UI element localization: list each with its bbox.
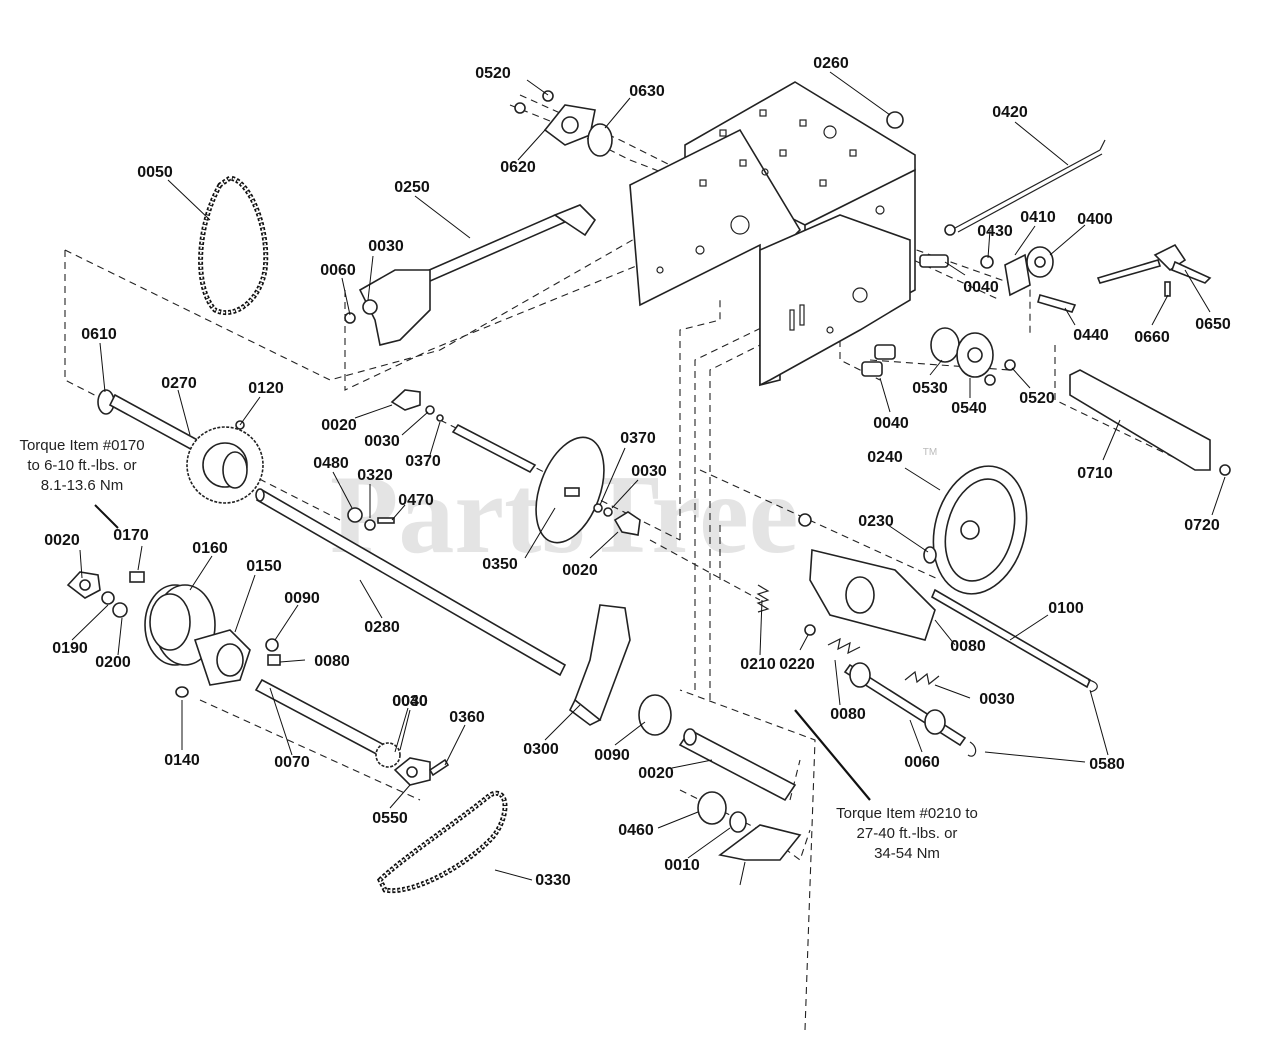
part-callout-0140: 0140 — [164, 752, 200, 769]
drive-cable — [944, 139, 1106, 236]
frame-housing — [629, 81, 916, 387]
part-callout-0320: 0320 — [357, 467, 393, 484]
part-callout-0100: 0100 — [1048, 600, 1084, 617]
idler-hardware — [861, 243, 1212, 386]
part-callout-0720: 0720 — [1184, 517, 1220, 534]
torque-note-line: 34-54 Nm — [874, 845, 940, 862]
part-callout-0150: 0150 — [246, 558, 282, 575]
part-callout-0120: 0120 — [248, 380, 284, 397]
part-callout-0030: 0030 — [979, 691, 1015, 708]
part-callout-0020: 0020 — [44, 532, 80, 549]
part-callout-0360: 0360 — [449, 709, 485, 726]
part-callout-0550: 0550 — [372, 810, 408, 827]
part-callout-0010: 0010 — [664, 857, 700, 874]
part-callout-0270: 0270 — [161, 375, 197, 392]
part-callout-0660: 0660 — [1134, 329, 1170, 346]
part-callout-0250: 0250 — [394, 179, 430, 196]
part-callout-0620: 0620 — [500, 159, 536, 176]
torque-note-line: Torque Item #0210 to — [836, 805, 978, 822]
shift-rod-assembly — [344, 204, 597, 346]
part-callout-0040: 0040 — [873, 415, 909, 432]
part-callout-0440: 0440 — [1073, 327, 1109, 344]
support-bar — [1069, 369, 1231, 476]
torque-note-0210: Torque Item #0210 to 27-40 ft.-lbs. or 3… — [836, 805, 978, 862]
part-callout-0030: 0030 — [364, 433, 400, 450]
part-callout-0630: 0630 — [629, 83, 665, 100]
part-callout-0240: 0240 — [867, 449, 903, 466]
part-callout-0430: 0430 — [977, 223, 1013, 240]
part-callout-0160: 0160 — [192, 540, 228, 557]
part-callout-0470: 0470 — [398, 492, 434, 509]
part-callout-0170: 0170 — [113, 527, 149, 544]
part-callout-0030: 0030 — [392, 693, 428, 710]
part-callout-0280: 0280 — [364, 619, 400, 636]
part-callout-0080: 0080 — [830, 706, 866, 723]
torque-note-line: to 6-10 ft.-lbs. or — [27, 457, 136, 474]
friction-disc-shaft — [347, 389, 641, 544]
part-callout-0710: 0710 — [1077, 465, 1113, 482]
part-callout-0230: 0230 — [858, 513, 894, 530]
part-callout-0080: 0080 — [950, 638, 986, 655]
part-callout-0460: 0460 — [618, 822, 654, 839]
part-callout-0350: 0350 — [482, 556, 518, 573]
springs-and-linkage — [756, 584, 977, 757]
part-callout-0020: 0020 — [562, 562, 598, 579]
part-callout-0610: 0610 — [81, 326, 117, 343]
top-bearing-flange — [514, 90, 904, 157]
part-callout-0090: 0090 — [594, 747, 630, 764]
part-callout-0060: 0060 — [320, 262, 356, 279]
part-callout-0200: 0200 — [95, 654, 131, 671]
lower-bracket-parts — [568, 604, 802, 861]
torque-note-line: Torque Item #0170 — [19, 437, 144, 454]
long-shaft — [255, 488, 567, 677]
part-callout-0410: 0410 — [1020, 209, 1056, 226]
part-callout-0650: 0650 — [1195, 316, 1231, 333]
part-callout-0080: 0080 — [314, 653, 350, 670]
part-callout-0220: 0220 — [779, 656, 815, 673]
part-callout-0530: 0530 — [912, 380, 948, 397]
part-callout-0540: 0540 — [951, 400, 987, 417]
part-callout-0400: 0400 — [1077, 211, 1113, 228]
part-callout-0030: 0030 — [368, 238, 404, 255]
torque-note-0170: Torque Item #0170 to 6-10 ft.-lbs. or 8.… — [19, 437, 144, 494]
torque-note-line: 8.1-13.6 Nm — [41, 477, 124, 494]
callout-labels: 0520 0630 0260 0620 0420 0050 0250 0030 0060 0430… — [44, 55, 1231, 889]
lower-chain — [376, 790, 508, 894]
part-callout-0060: 0060 — [904, 754, 940, 771]
part-callout-0090: 0090 — [284, 590, 320, 607]
part-callout-0370: 0370 — [620, 430, 656, 447]
upper-chain — [198, 175, 269, 316]
lower-shaft — [254, 678, 450, 786]
part-callout-0020: 0020 — [638, 765, 674, 782]
part-callout-0070: 0070 — [274, 754, 310, 771]
part-callout-0190: 0190 — [52, 640, 88, 657]
trademark-mark: TM — [923, 447, 937, 458]
part-callout-0520: 0520 — [475, 65, 511, 82]
part-callout-0040: 0040 — [392, 693, 428, 710]
part-callout-0520: 0520 — [1019, 390, 1055, 407]
friction-wheel-plate — [798, 465, 1098, 693]
torque-note-line: 27-40 ft.-lbs. or — [857, 825, 958, 842]
part-callout-0580: 0580 — [1089, 756, 1125, 773]
part-callout-0330: 0330 — [535, 872, 571, 889]
part-callout-0260: 0260 — [813, 55, 849, 72]
part-callout-0480: 0480 — [313, 455, 349, 472]
part-callout-0030: 0030 — [631, 463, 667, 480]
part-callout-0040: 0040 — [963, 279, 999, 296]
part-callout-0020: 0020 — [321, 417, 357, 434]
part-callout-0420: 0420 — [992, 104, 1028, 121]
part-callout-0210: 0210 — [740, 656, 776, 673]
part-callout-0300: 0300 — [523, 741, 559, 758]
drive-hub-assembly — [66, 571, 281, 698]
part-callout-0370: 0370 — [405, 453, 441, 470]
leader-lines — [71, 71, 1226, 886]
part-callout-0050: 0050 — [137, 164, 173, 181]
